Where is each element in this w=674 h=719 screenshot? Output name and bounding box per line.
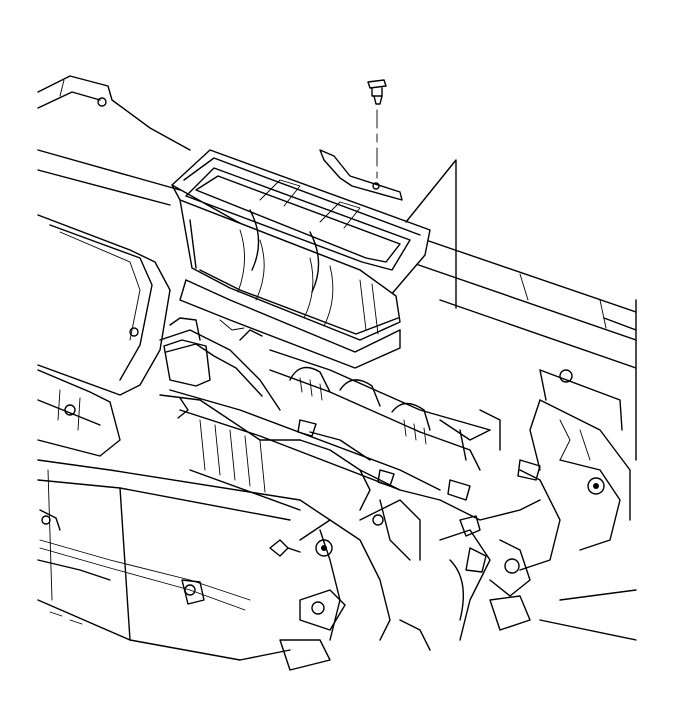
steering-column-bracket — [489, 399, 637, 641]
lower-bolt[interactable] — [269, 539, 301, 557]
hvac-module — [169, 349, 501, 511]
air-duct-outlet[interactable] — [171, 149, 431, 369]
wiring-harness — [159, 317, 541, 521]
callout-leader — [405, 159, 457, 309]
steering-column-support — [239, 499, 491, 671]
connector-details — [297, 419, 541, 537]
push-pin-fastener[interactable] — [319, 79, 403, 201]
hvac-module-left-housing — [37, 214, 331, 661]
instrument-panel-carrier — [37, 75, 637, 461]
